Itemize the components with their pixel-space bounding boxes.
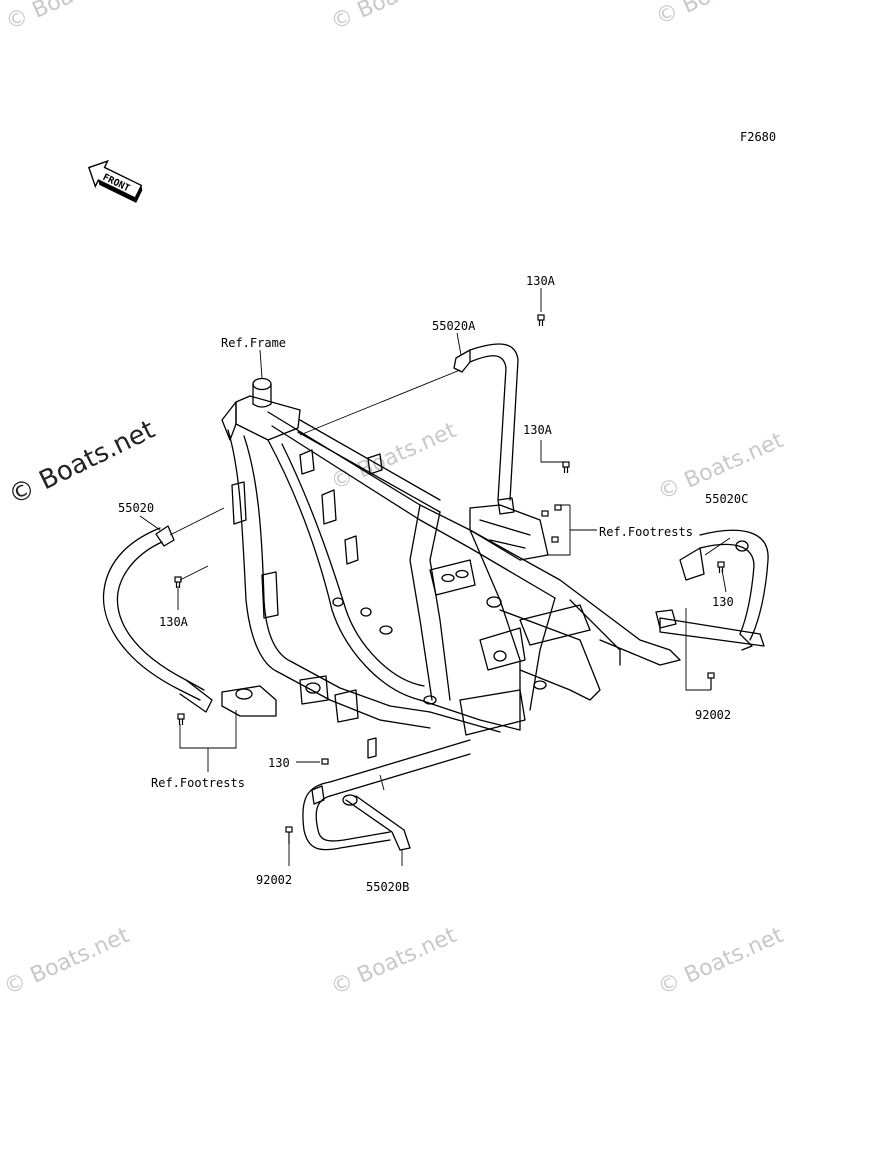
label-ref-footrests-right: Ref.Footrests (599, 525, 693, 539)
label-55020: 55020 (118, 501, 154, 515)
bolt-icon (551, 536, 559, 543)
watermark: © Boats.net (327, 923, 460, 1001)
bolt-icon (717, 561, 725, 573)
label-55020A: 55020A (432, 319, 476, 333)
label-55020C: 55020C (705, 492, 748, 506)
label-130A-mid: 130A (523, 423, 553, 437)
bolt-icon (321, 758, 329, 765)
watermark: © Boats.net (652, 0, 785, 30)
label-130-bottom: 130 (268, 756, 290, 770)
label-92002-bottom: 92002 (256, 873, 292, 887)
label-130A-left: 130A (159, 615, 189, 629)
label-130-right: 130 (712, 595, 734, 609)
bolt-icon (554, 504, 562, 511)
guard-55020B (302, 737, 471, 851)
bolt-icon (537, 314, 545, 326)
motorcycle-frame (221, 377, 681, 736)
watermark: © Boats.net (654, 923, 787, 1001)
bolt-icon (562, 461, 570, 473)
label-130A-top: 130A (526, 274, 556, 288)
figure-code: F2680 (740, 130, 776, 144)
bolt-icon (285, 826, 293, 844)
leader-lines (139, 288, 731, 866)
watermark: © Boats.net (327, 0, 460, 35)
label-ref-footrests-left: Ref.Footrests (151, 776, 245, 790)
bolt-icon-group (174, 314, 725, 844)
guard-55020 (102, 525, 277, 717)
bolt-icon (541, 510, 549, 517)
bolt-icon (177, 713, 185, 725)
label-92002-right: 92002 (695, 708, 731, 722)
part-labels: 130A 55020A Ref.Frame 130A 55020C Ref.Fo… (118, 274, 748, 894)
bolt-icon (707, 672, 715, 690)
guard-55020C (655, 529, 769, 651)
label-ref-frame: Ref.Frame (221, 336, 286, 350)
front-arrow-icon: FRONT (87, 159, 143, 203)
watermark: © Boats.net (0, 923, 133, 1001)
label-55020B: 55020B (366, 880, 409, 894)
watermark-dark: © Boats.net (4, 415, 160, 512)
watermark: © Boats.net (327, 418, 460, 496)
guard-55020A (453, 343, 549, 561)
watermark: © Boats.net (2, 0, 135, 35)
